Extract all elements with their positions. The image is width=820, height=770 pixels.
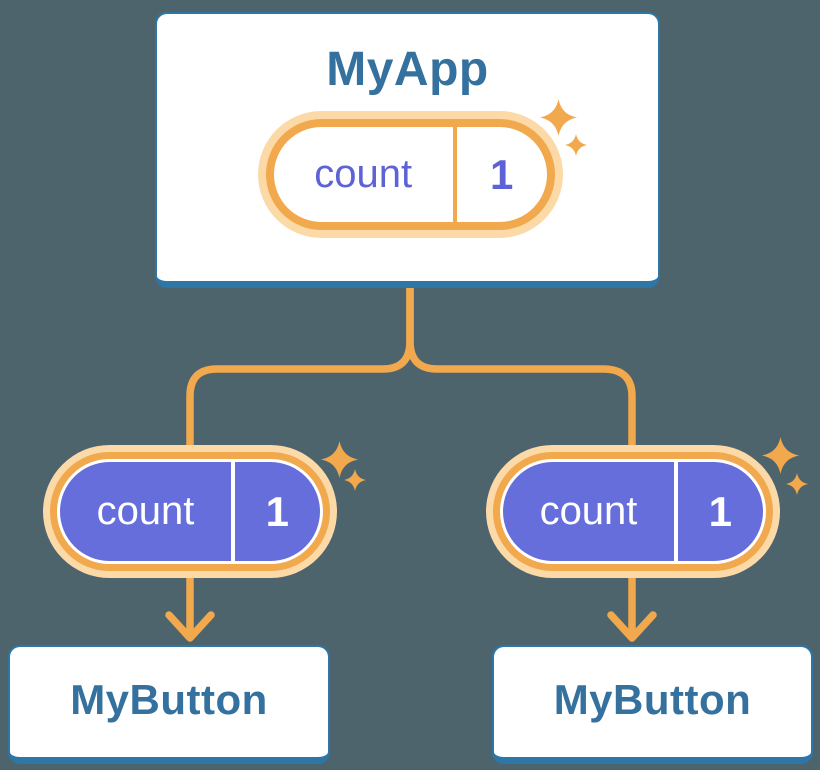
props-pill-right-value: 1 xyxy=(708,487,732,535)
connector-right-branch xyxy=(406,284,636,641)
sparkle-icon-small xyxy=(344,469,366,491)
props-pill-right: count 1 xyxy=(486,445,780,578)
component-card-root: MyApp count 1 xyxy=(155,12,660,288)
props-pill-right-name: count xyxy=(539,489,638,533)
props-pill-right-ring: count 1 xyxy=(493,452,773,571)
props-pill-left-capsule: count 1 xyxy=(60,462,320,561)
props-pill-left-ring: count 1 xyxy=(50,452,330,571)
sparkle-icon-large xyxy=(762,437,799,474)
sparkle-icon-large xyxy=(540,99,577,136)
props-pill-left: count 1 xyxy=(43,445,337,578)
sparkle-icon-large xyxy=(321,441,358,478)
arrowhead-left-icon xyxy=(165,611,215,642)
component-card-child-left: MyButton xyxy=(8,645,330,764)
state-pill: count 1 xyxy=(257,111,563,238)
props-pill-left-value: 1 xyxy=(265,487,289,535)
state-pill-name: count xyxy=(314,152,413,196)
state-pill-value: 1 xyxy=(489,150,514,198)
state-pill-divider xyxy=(452,127,457,222)
component-label-child-right: MyButton xyxy=(553,676,752,723)
component-card-child-right: MyButton xyxy=(492,645,813,764)
state-pill-ring: count 1 xyxy=(265,119,555,230)
component-label-child-left: MyButton xyxy=(70,676,268,723)
props-pill-right-divider xyxy=(674,462,678,561)
sparkle-icon-small xyxy=(786,473,808,495)
component-label-root: MyApp xyxy=(326,43,489,96)
props-pill-left-name: count xyxy=(96,489,195,533)
props-pill-left-divider xyxy=(231,462,235,561)
props-pill-right-capsule: count 1 xyxy=(503,462,763,561)
arrowhead-right-icon xyxy=(607,611,657,642)
sparkle-icon-small xyxy=(565,134,587,156)
